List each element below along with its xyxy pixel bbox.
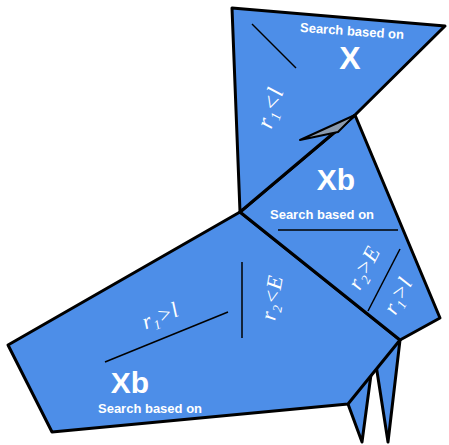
crease-line [252, 24, 296, 68]
crease-line [241, 262, 243, 338]
panel-text: Search based on [98, 402, 202, 415]
condition-label: r₁>l [139, 299, 182, 333]
head-panel [232, 8, 445, 212]
panel-text: Search based on [270, 208, 374, 221]
fold-shadow [300, 115, 355, 140]
condition-label: r₂>E [344, 243, 384, 293]
panel-text: Xb [111, 368, 149, 398]
condition-label: r₁<l [252, 85, 287, 131]
fold-panel: r₁>l r₂<E XbSearch based on [8, 212, 400, 434]
panel-text: Search based on [300, 21, 405, 41]
panel-text: Xb [317, 165, 355, 195]
condition-label: r₂<E [257, 274, 286, 322]
fold-panel: Search based onXr₁<l [232, 8, 445, 148]
condition-label: r₁>l [380, 274, 417, 317]
panel-text: X [339, 42, 360, 74]
crease-line [278, 229, 398, 231]
